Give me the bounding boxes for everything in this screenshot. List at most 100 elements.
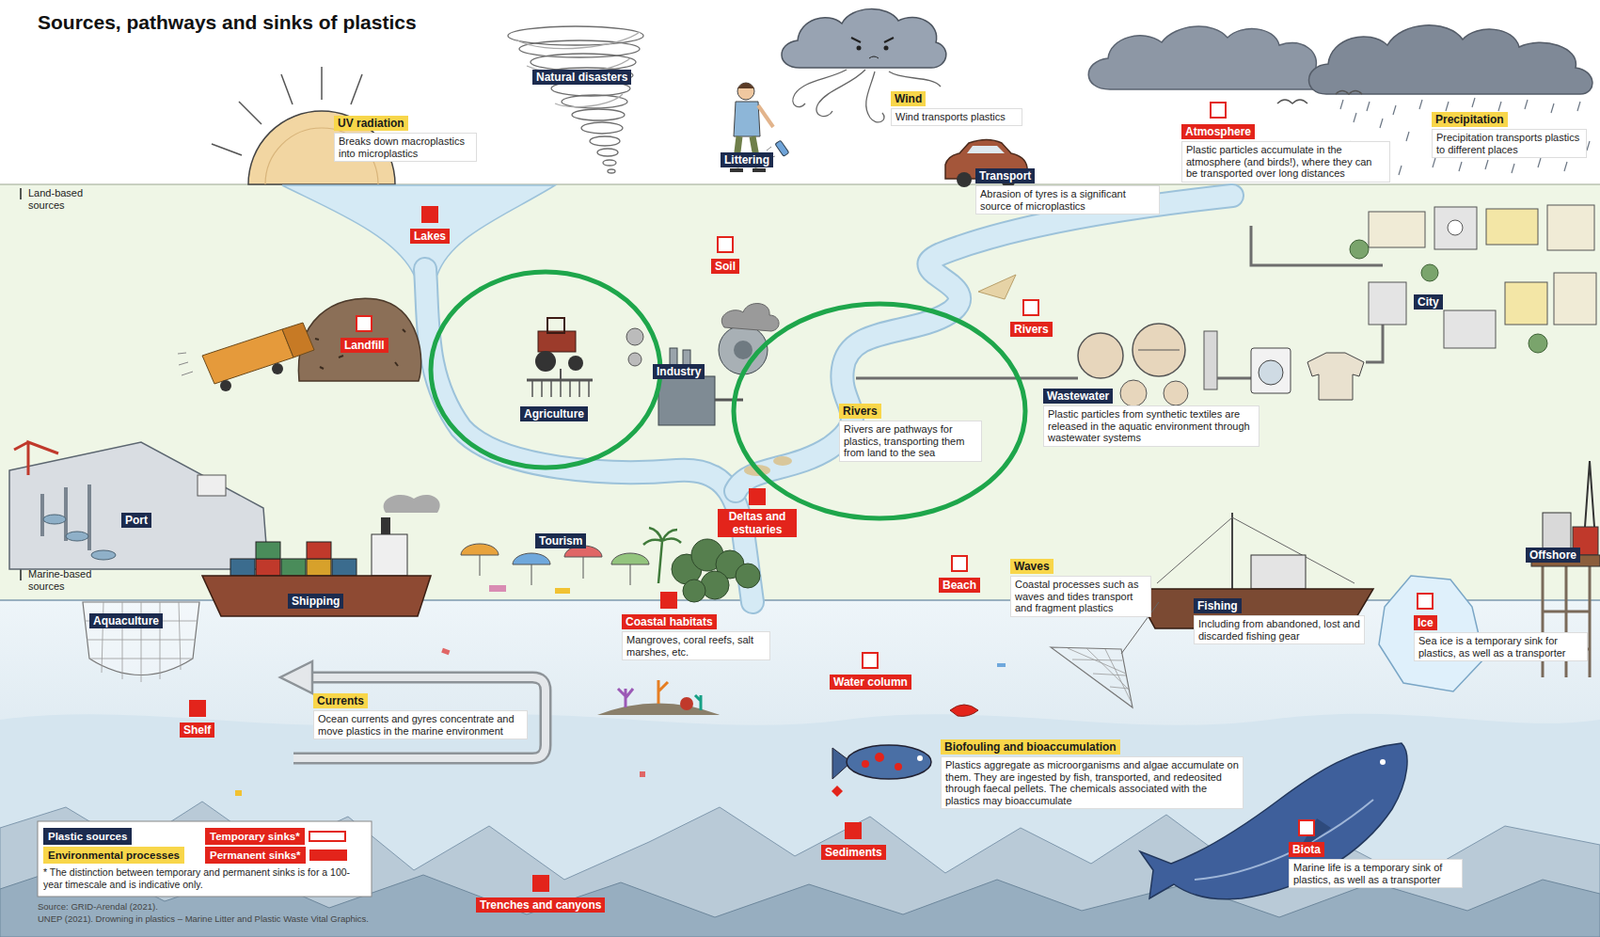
landfill-part xyxy=(271,363,284,375)
tag-holder: Precipitation xyxy=(1431,110,1508,127)
tag-label: Soil xyxy=(711,258,740,274)
description-text: Plastic particles accumulate in the atmo… xyxy=(1181,141,1391,183)
ship-part xyxy=(306,558,332,576)
city xyxy=(1251,205,1597,363)
tag-label: Rivers xyxy=(1010,321,1053,337)
ground-part xyxy=(0,0,1600,185)
fishing-boat-part xyxy=(1067,648,1131,701)
tag-holder: Wastewater xyxy=(1043,386,1113,404)
tag-label: Tourism xyxy=(535,533,587,549)
description-text: Breaks down macroplastics into microplas… xyxy=(333,132,477,162)
note-label: UNEP (2021). Drowning in plastics – Mari… xyxy=(37,913,369,924)
storm-clouds-part xyxy=(1277,91,1363,105)
offshore-platform-part xyxy=(1584,460,1595,527)
ship-part xyxy=(332,558,357,576)
person-littering-part xyxy=(775,140,790,157)
fish-part xyxy=(831,785,843,797)
rivers xyxy=(282,185,1233,602)
temporary-sink-tag: AtmospherePlastic particles accumulate i… xyxy=(1181,122,1391,183)
city-part xyxy=(1368,282,1407,325)
source-tag: Natural disasters xyxy=(532,67,632,85)
current-loop-part xyxy=(293,677,546,759)
sink-marker xyxy=(844,822,862,840)
wastewater-plant-part xyxy=(1132,323,1186,377)
sink-marker xyxy=(861,651,879,669)
tag-label: Wastewater xyxy=(1043,388,1113,404)
wastewater-plant xyxy=(855,323,1364,407)
fishing-boat-part xyxy=(1251,554,1306,589)
tag-holder: Trenches and canyons xyxy=(475,895,605,913)
tag-holder: Biofouling and bioaccumulation xyxy=(940,737,1121,755)
wastewater-plant-part xyxy=(1307,352,1364,400)
legend-swatch: Environmental processes xyxy=(43,846,185,864)
fishing-boat-part xyxy=(1231,512,1234,589)
tag-holder: Water column xyxy=(829,672,912,690)
car-part xyxy=(956,172,972,188)
tag-holder: Wind xyxy=(890,89,926,107)
temporary-sink-tag: Rivers xyxy=(1010,319,1053,337)
tag-holder: Transport xyxy=(975,166,1035,184)
sink-marker xyxy=(716,236,734,254)
temporary-sink-tag: Water column xyxy=(829,672,912,690)
plastic-debris-part xyxy=(235,790,242,796)
industry-part xyxy=(628,352,642,366)
tag-label: Wind xyxy=(890,91,926,107)
industry-part xyxy=(626,328,644,346)
tag-label: Atmosphere xyxy=(1181,124,1255,140)
storm-clouds-part xyxy=(1088,26,1331,90)
tornado-part xyxy=(607,169,616,174)
fish-part xyxy=(950,704,979,716)
tornado xyxy=(507,26,644,174)
ship-part xyxy=(306,541,332,559)
ground-part xyxy=(19,188,22,200)
legend-label: Plastic sources xyxy=(47,830,127,842)
coral-reef xyxy=(597,680,720,715)
landfill-part xyxy=(202,329,294,384)
source-tag: Aquaculture xyxy=(89,611,163,629)
wind-cloud-part xyxy=(856,46,862,51)
process-tag: WindWind transports plastics xyxy=(890,89,1023,127)
tag-label: Port xyxy=(121,512,152,528)
beach-tourism-part xyxy=(489,585,507,592)
tag-holder: Rivers xyxy=(1010,319,1053,337)
tornado-part xyxy=(561,95,628,109)
tag-label: Lakes xyxy=(410,228,450,244)
coral-reef-part xyxy=(695,695,701,711)
tag-holder: Natural disasters xyxy=(532,67,632,85)
mangroves-part xyxy=(735,563,761,588)
diagram-title: Sources, pathways and sinks of plastics xyxy=(37,11,417,34)
mangroves xyxy=(671,538,761,602)
description-text: Rivers are pathways for plastics, transp… xyxy=(839,420,983,462)
tag-label: Currents xyxy=(313,693,368,709)
ship-part xyxy=(255,558,281,576)
sink-marker xyxy=(532,874,550,892)
plastic-debris-part xyxy=(639,771,646,777)
port-part xyxy=(65,531,89,541)
ship-part xyxy=(255,541,281,559)
tag-holder: Rivers xyxy=(839,401,882,419)
legend-entry: Plastic sources xyxy=(43,826,132,845)
tag-label: Shelf xyxy=(179,722,215,738)
plastic-debris-part xyxy=(441,648,450,655)
tag-label: Biota xyxy=(1288,841,1325,857)
port-part xyxy=(197,475,226,496)
coral-reef-part xyxy=(617,688,634,708)
beach-tourism-part xyxy=(512,553,551,565)
ship-part xyxy=(380,517,391,535)
process-tag: PrecipitationPrecipitation transports pl… xyxy=(1431,110,1587,159)
city-part xyxy=(1486,208,1538,245)
temporary-sink-tag: Beach xyxy=(938,575,981,593)
legend-swatch: Plastic sources xyxy=(43,827,132,845)
highlight-circles xyxy=(430,271,1026,519)
legend-label: Environmental processes xyxy=(47,849,180,861)
tag-holder: Offshore xyxy=(1525,545,1581,563)
tag-holder: Sediments xyxy=(821,842,887,860)
fishing-boat-part xyxy=(1050,647,1133,708)
source-tag: Tourism xyxy=(535,531,587,549)
permanent-sink-tag: Deltas and estuaries xyxy=(717,508,797,538)
tag-holder: Atmosphere xyxy=(1181,122,1255,140)
city-part xyxy=(1504,282,1548,325)
person-littering-part xyxy=(737,82,755,89)
landfill xyxy=(177,298,422,392)
